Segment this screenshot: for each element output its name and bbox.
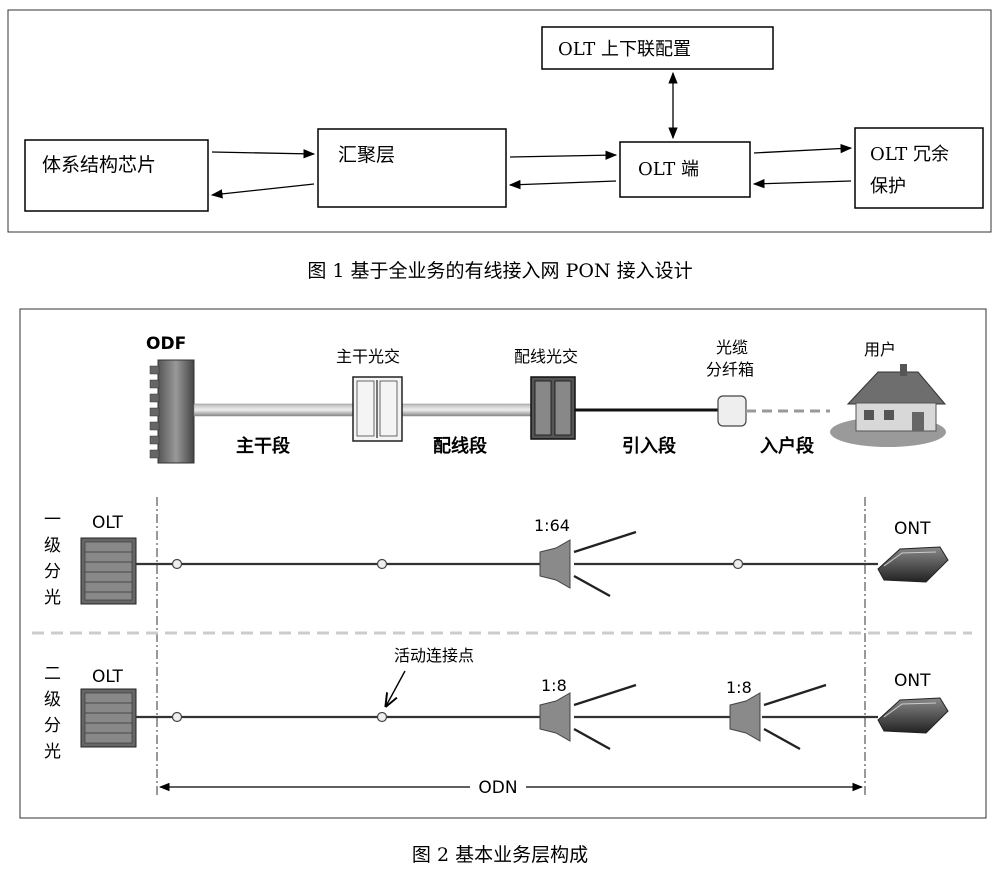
arrow-aggregation-to-chip — [210, 183, 315, 199]
row-2-connector-2 — [376, 711, 388, 723]
user-label: 用户 — [864, 340, 896, 359]
row-2-label-char-4: 光 — [44, 742, 61, 762]
row-2-olt-icon — [80, 688, 137, 748]
row-2-label-char-1: 二 — [44, 664, 61, 684]
segment-distribution-label: 配线段 — [433, 435, 488, 457]
box-aggregation-layer-label: 汇聚层 — [338, 144, 395, 166]
row-1-ont-label: ONT — [894, 519, 931, 539]
row-2-ont-label: ONT — [894, 671, 931, 691]
segment-home-label: 入户段 — [760, 435, 815, 457]
fiber-chain: ODF 主干光交 配线光交 光缆 — [146, 334, 947, 464]
row-2-splitter-1-icon — [539, 683, 637, 751]
distribution-fiber — [401, 403, 533, 417]
row-1-split-ratio: 1:64 — [534, 516, 570, 535]
house-icon — [830, 364, 947, 447]
row-single-stage: 一 级 分 光 OLT — [44, 510, 949, 608]
distribution-cross-connect-icon — [530, 376, 576, 440]
row-1-connector-3 — [732, 558, 744, 570]
odn-label: ODN — [478, 778, 517, 798]
row-1-vertical-label: 一 级 分 光 — [44, 510, 61, 608]
figure-2-caption: 图 2 基本业务层构成 — [412, 844, 588, 866]
splice-box-label-1: 光缆 — [716, 338, 748, 357]
box-olt-end: OLT 端 — [619, 141, 751, 198]
row-1-olt-label: OLT — [92, 513, 124, 533]
odf-label: ODF — [146, 334, 186, 354]
splice-box-icon — [717, 395, 747, 427]
row-2-olt-label: OLT — [92, 667, 124, 687]
box-olt-config-label: OLT 上下联配置 — [558, 39, 691, 60]
odn-label-bg — [470, 776, 526, 798]
arrow-aggregation-to-olt — [509, 150, 618, 160]
box-olt-redundancy: OLT 冗余 保护 — [854, 127, 984, 209]
box-olt-config: OLT 上下联配置 — [541, 26, 774, 70]
row-2-split-ratio-2: 1:8 — [726, 678, 752, 697]
row-1-ont-icon — [877, 546, 949, 583]
row-2-label-char-2: 级 — [44, 690, 61, 710]
trunk-cross-connect-label: 主干光交 — [336, 347, 400, 366]
figure-1-frame — [7, 9, 992, 233]
splice-box-label-2: 分纤箱 — [706, 360, 754, 379]
row-1-label-char-4: 光 — [44, 588, 61, 608]
figure-1-caption: 图 1 基于全业务的有线接入网 PON 接入设计 — [307, 260, 692, 282]
row-1-splitter-icon — [539, 530, 637, 598]
row-2-connector-1 — [171, 711, 183, 723]
box-olt-redundancy-label-1: OLT 冗余 — [870, 144, 949, 165]
row-1-connector-1 — [171, 558, 183, 570]
box-olt-redundancy-label-2: 保护 — [870, 176, 906, 197]
row-1-label-char-3: 分 — [44, 562, 61, 582]
segment-drop-label: 引入段 — [622, 435, 677, 457]
row-1-connector-2 — [376, 558, 388, 570]
figure-2: ODF 主干光交 配线光交 光缆 — [19, 308, 987, 866]
row-2-vertical-label: 二 级 分 光 — [44, 664, 61, 762]
box-architecture-chip-label: 体系结构芯片 — [42, 154, 156, 176]
distribution-cross-connect-label: 配线光交 — [514, 347, 578, 366]
active-connection-point-arrow — [386, 670, 406, 706]
row-1-label-char-1: 一 — [44, 510, 61, 530]
row-1-olt-icon — [80, 537, 137, 605]
trunk-fiber — [193, 403, 355, 417]
box-olt-end-label: OLT 端 — [638, 159, 699, 180]
row-2-label-char-3: 分 — [44, 716, 61, 736]
row-1-label-char-2: 级 — [44, 536, 61, 556]
trunk-cross-connect-icon — [352, 376, 403, 442]
segment-trunk-label: 主干段 — [236, 435, 291, 457]
arrow-chip-to-aggregation — [211, 149, 316, 159]
box-aggregation-layer: 汇聚层 — [317, 128, 507, 208]
figure-2-frame — [19, 308, 987, 819]
figure-1: 体系结构芯片 汇聚层 OLT 端 OLT 上下联配置 OLT 冗余 保护 图 1… — [7, 9, 992, 282]
arrow-olt-to-redundancy — [753, 143, 853, 154]
row-2-splitter-2-icon — [729, 683, 827, 751]
row-2-ont-icon — [877, 697, 949, 734]
active-connection-point-label: 活动连接点 — [394, 646, 474, 665]
odf-rack-icon — [149, 359, 195, 464]
arrow-redundancy-to-olt — [752, 178, 852, 189]
row-two-stage: 二 级 分 光 OLT — [44, 646, 949, 762]
box-architecture-chip: 体系结构芯片 — [24, 139, 209, 212]
row-2-split-ratio-1: 1:8 — [541, 676, 567, 695]
arrow-olt-to-aggregation — [508, 179, 617, 190]
